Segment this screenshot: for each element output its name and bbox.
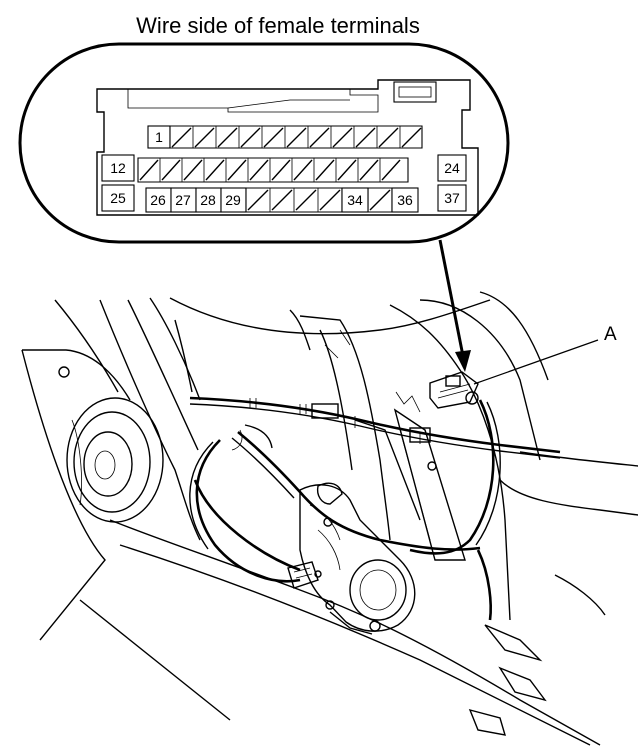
terminal-cell-29	[220, 187, 247, 213]
diagram-title: Wire side of female terminals	[136, 13, 420, 38]
terminal-label-36: 36	[397, 192, 413, 208]
wire-harness	[189, 396, 561, 621]
connector-lock-slot	[398, 86, 432, 98]
lock-tab-detail	[127, 89, 379, 113]
terminal-label-34: 34	[347, 192, 363, 208]
inset-leader-arrow	[438, 239, 471, 372]
terminal-cell-36	[391, 187, 419, 213]
door-panel-drawing	[21, 291, 638, 746]
lock-tab-edge	[227, 99, 350, 109]
door-mount-hole	[465, 391, 479, 405]
terminal-label-29: 29	[225, 192, 241, 208]
terminal-cell-25	[101, 184, 135, 212]
terminal-label-37: 37	[444, 190, 460, 206]
connector-inset: 1 12 24 25 26 27 28 29	[18, 42, 510, 244]
terminal-label-24: 24	[444, 160, 460, 176]
connector-a	[429, 371, 479, 409]
motor-connector	[287, 561, 322, 589]
terminal-row-2-hatched	[137, 157, 409, 183]
terminal-label-12: 12	[110, 160, 126, 176]
terminal-cell-28	[195, 187, 222, 213]
terminal-cell-34	[341, 187, 369, 213]
terminal-cell-24	[437, 154, 467, 182]
connector-body	[96, 79, 479, 216]
terminal-label-25: 25	[110, 190, 126, 206]
terminal-label-26: 26	[150, 192, 166, 208]
terminal-label-27: 27	[175, 192, 191, 208]
terminal-label-28: 28	[200, 192, 216, 208]
terminal-row-3-hatched	[245, 187, 393, 213]
terminal-cell-37	[437, 184, 467, 212]
door-speaker	[66, 397, 164, 523]
inset-frame	[18, 42, 510, 244]
callout-a-label: A	[604, 324, 617, 345]
terminal-row-1-hatched	[169, 125, 423, 149]
terminal-cell-12	[101, 154, 135, 182]
terminal-label-1: 1	[155, 129, 163, 145]
harness-clip	[311, 403, 339, 419]
callout-a-leader	[473, 339, 599, 385]
door-screw-hole	[58, 366, 70, 378]
connector-lock	[393, 81, 437, 103]
terminal-cell-27	[170, 187, 197, 213]
window-motor	[299, 482, 416, 635]
